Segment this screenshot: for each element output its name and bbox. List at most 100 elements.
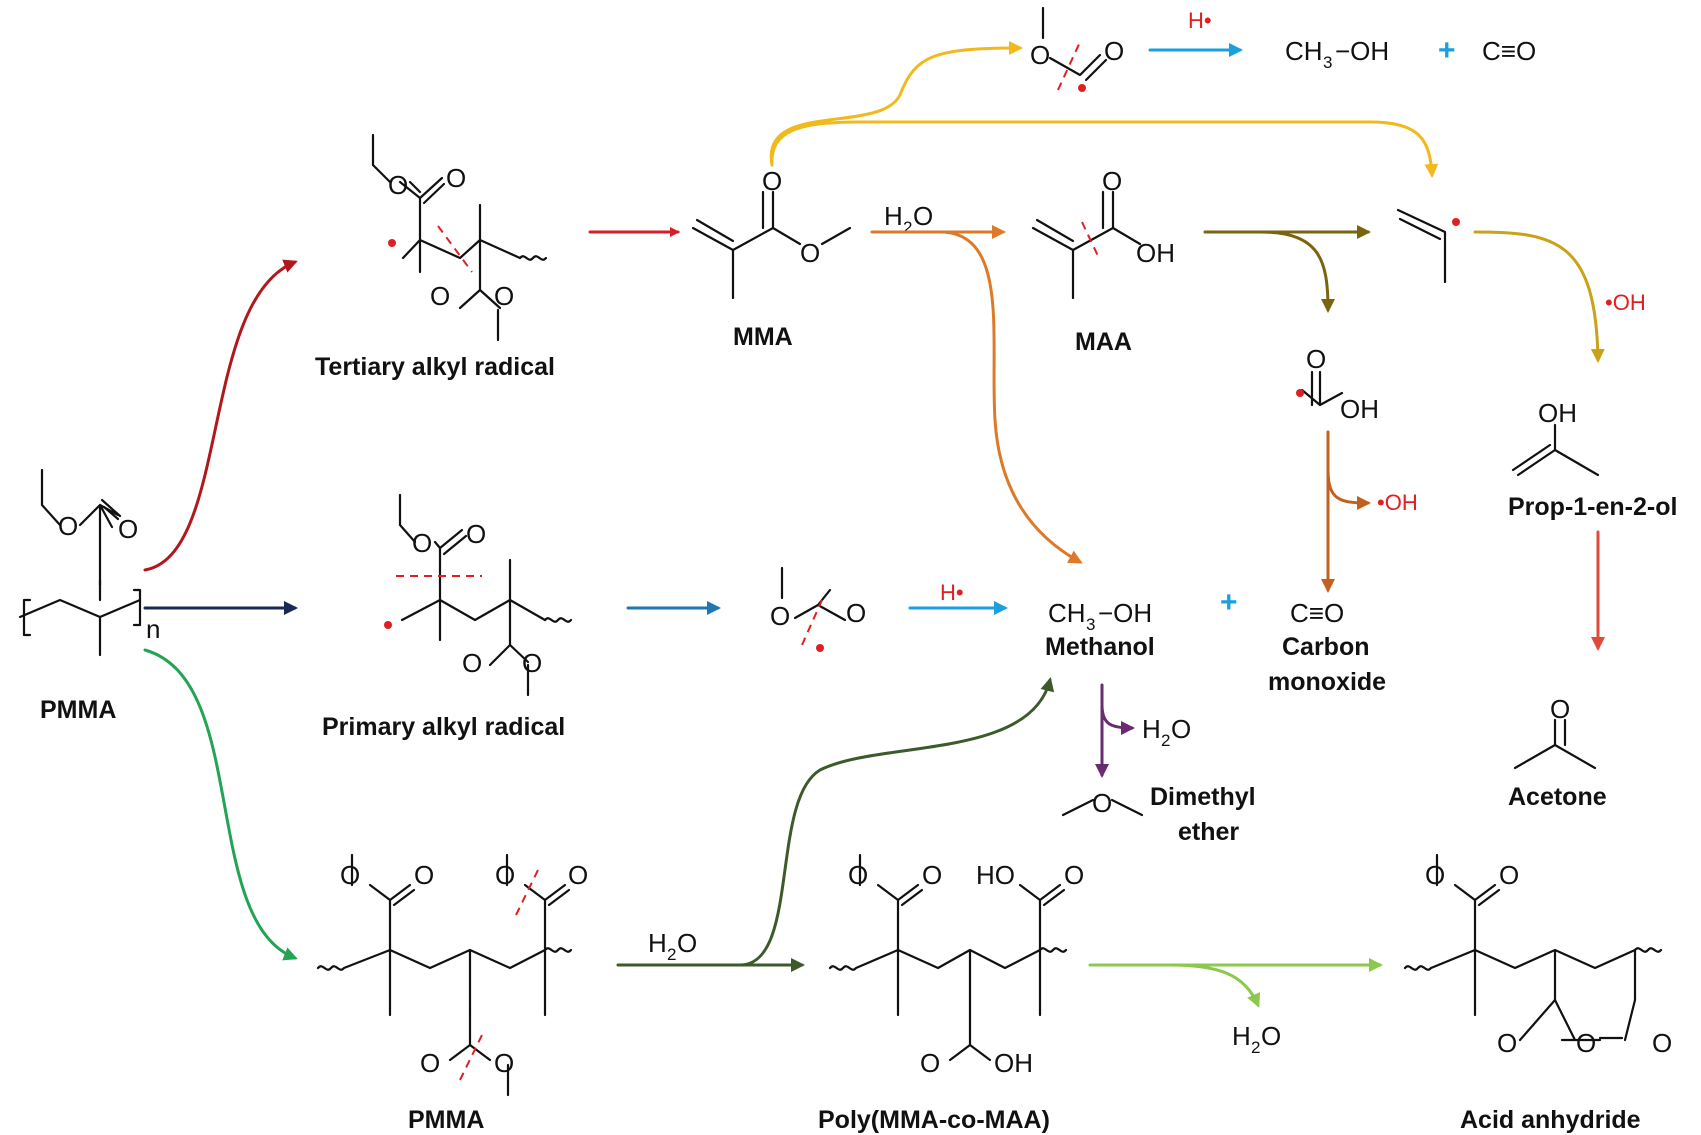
pmma-b-o1: O <box>340 860 360 890</box>
h2o-lightgreen: H 2 O <box>1232 1021 1281 1057</box>
propenyl-radical <box>1396 208 1460 284</box>
top-methoxycarbonyl-radical: O O <box>1030 6 1124 92</box>
pmma-b-o2: O <box>414 860 434 890</box>
poly-o4: O <box>920 1048 940 1078</box>
acid-anhydride-structure: O O O O O <box>1403 853 1672 1058</box>
maa-structure: O OH <box>1031 166 1175 300</box>
anhydride-label: Acid anhydride <box>1460 1106 1641 1134</box>
top-plus: + <box>1438 34 1456 67</box>
methanol-label: Methanol <box>1045 633 1155 661</box>
ether-label-1: Dimethyl <box>1150 783 1256 811</box>
tert-o2: O <box>446 163 466 193</box>
pmma-left-label: PMMA <box>40 696 116 724</box>
arrow-ether-h2o-release <box>1100 703 1135 735</box>
pmma-b-o6: O <box>494 1048 514 1078</box>
anh-o3: O <box>1497 1028 1517 1058</box>
anh-o4: O <box>1652 1028 1672 1058</box>
poly-ho: HO <box>976 860 1015 890</box>
arrow-pmma-to-tertiary <box>143 259 298 572</box>
mid-radical-o2: O <box>846 598 866 628</box>
mid-oh-tail: −OH <box>1098 598 1152 628</box>
maa-label: MAA <box>1075 328 1132 356</box>
tertiary-radical-label: Tertiary alkyl radical <box>315 353 555 381</box>
h2o-orange-o: O <box>913 201 933 231</box>
h2o-lg-sub: 2 <box>1251 1038 1260 1057</box>
prim-o3: O <box>462 648 482 678</box>
prop-1-en-2-ol-structure: OH <box>1511 398 1600 477</box>
mma-o-ester: O <box>800 238 820 268</box>
top-methanol: CH 3 −OH <box>1285 36 1389 72</box>
tertiary-radical-structure: O O O O <box>371 133 548 342</box>
maa-o-carbonyl: O <box>1102 166 1122 196</box>
middle-methoxycarbonyl-radical: O O <box>770 566 866 652</box>
mma-structure: O O <box>691 166 852 300</box>
carboxyl-o: O <box>1306 344 1326 374</box>
pmma-o-atom: O <box>58 511 78 541</box>
top-ch: CH <box>1285 36 1323 66</box>
h2o-dg-h: H <box>648 928 667 958</box>
oh-radical-brown: •OH <box>1377 490 1418 515</box>
top-radical-o2: O <box>1104 36 1124 66</box>
carbon-label-2: monoxide <box>1268 668 1386 696</box>
h2o-lg-o: O <box>1261 1021 1281 1051</box>
top-oh-tail: −OH <box>1335 36 1389 66</box>
h2o-orange-h: H <box>884 201 903 231</box>
arrow-propenyl-to-prop <box>1473 230 1605 363</box>
carbon-label-1: Carbon <box>1282 633 1370 661</box>
acetone-structure: O <box>1513 694 1597 770</box>
top-ch-sub: 3 <box>1323 53 1332 72</box>
dimethyl-ether-structure: O <box>1061 788 1144 818</box>
pmma-bottom-structure: O O O O O O <box>316 853 588 1097</box>
anh-o1: O <box>1425 860 1445 890</box>
h2o-darkgreen: H 2 O <box>648 928 697 964</box>
h2o-dg-sub: 2 <box>667 945 676 964</box>
top-co: C≡O <box>1482 36 1536 66</box>
arrow-anhydride-h2o-release <box>1168 963 1261 1008</box>
h-radical-top: H• <box>1188 8 1212 33</box>
mma-o-carbonyl: O <box>762 166 782 196</box>
h2o-purple: H 2 O <box>1142 714 1191 750</box>
arrow-bottom-to-methanol <box>738 677 1055 967</box>
h2o-lg-h: H <box>1232 1021 1251 1051</box>
arrow-maa-to-carboxyl <box>1258 230 1335 313</box>
ether-label-2: ether <box>1178 818 1239 846</box>
poly-label: Poly(MMA-co-MAA) <box>818 1106 1050 1134</box>
poly-o1: O <box>848 860 868 890</box>
acetone-o: O <box>1550 694 1570 724</box>
acetone-label: Acetone <box>1508 783 1607 811</box>
h2o-purple-h: H <box>1142 714 1161 744</box>
prim-o1: O <box>412 528 432 558</box>
h2o-orange: H 2 O <box>884 201 933 237</box>
pmma-monomer-structure: O O n <box>18 468 160 657</box>
prim-o4: O <box>522 648 542 678</box>
oh-radical-gold: •OH <box>1605 290 1646 315</box>
arrow-mma-to-top-radical <box>769 41 1023 167</box>
pmma-n-subscript: n <box>146 614 160 644</box>
mid-ch-sub: 3 <box>1086 615 1095 634</box>
prim-o2: O <box>466 519 486 549</box>
h2o-purple-o: O <box>1171 714 1191 744</box>
arrow-mma-to-propenyl <box>770 120 1439 178</box>
pmma-bottom-label: PMMA <box>408 1106 484 1134</box>
mma-label: MMA <box>733 323 793 351</box>
carboxyl-radical: O OH <box>1296 344 1379 424</box>
arrow-pmma-to-bottom <box>143 648 298 961</box>
mid-co: C≡O <box>1290 598 1344 628</box>
pmma-b-o5: O <box>420 1048 440 1078</box>
h-radical-mid: H• <box>940 580 964 605</box>
poly-o2: O <box>922 860 942 890</box>
arrow-mma-to-methanol <box>938 230 1083 564</box>
h2o-orange-sub: 2 <box>903 218 912 237</box>
methanol-formula: CH 3 −OH <box>1048 598 1152 634</box>
tert-o1: O <box>388 170 408 200</box>
pmma-o-carbonyl: O <box>118 514 138 544</box>
h2o-purple-sub: 2 <box>1161 731 1170 750</box>
mid-radical-o1: O <box>770 601 790 631</box>
anh-o2: O <box>1499 860 1519 890</box>
pmma-b-o4: O <box>568 860 588 890</box>
prop-oh: OH <box>1538 398 1577 428</box>
mid-plus: + <box>1220 586 1238 619</box>
poly-o3: O <box>1064 860 1084 890</box>
